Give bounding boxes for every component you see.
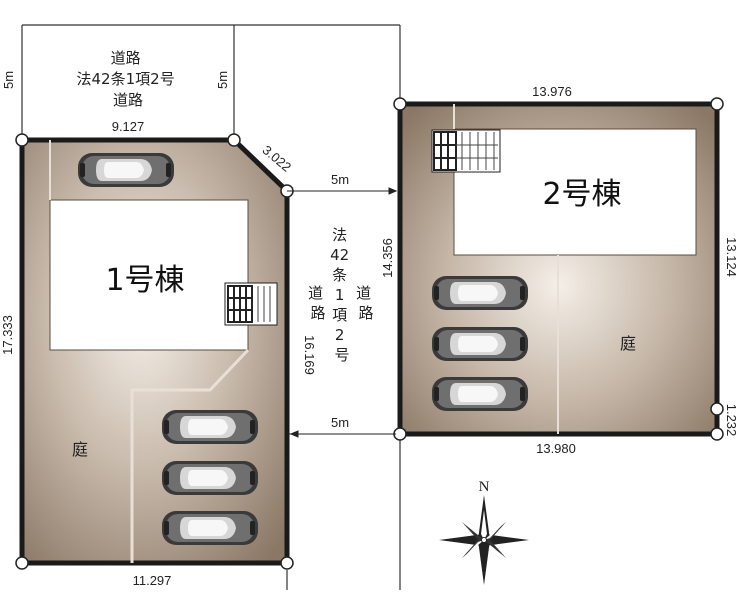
- boundary-markers: [15, 97, 724, 570]
- lot1-bottom-dim: 11.297: [133, 573, 172, 588]
- car-icon: [162, 511, 258, 545]
- lot2-left-dim: 14.356: [380, 238, 395, 278]
- lot1-right-dim: 16.169: [302, 335, 317, 375]
- car-icon: [432, 377, 528, 411]
- mid-road-side-left: 道 路: [308, 284, 328, 322]
- top-road-label: 道路 法42条1項2号 道路: [77, 49, 180, 109]
- car-icon: [432, 276, 528, 310]
- stairs-2: [431, 129, 501, 173]
- road-width-left: 5m: [1, 71, 16, 89]
- mid-road-side-right: 道 路: [356, 284, 376, 322]
- lot2-right-dim: 13.124: [724, 237, 739, 277]
- road-width-arrows: [287, 187, 398, 438]
- lot1-left-dim: 17.333: [0, 315, 15, 355]
- lot-2: 2号棟 庭: [397, 101, 720, 437]
- lot1-top-dim: 9.127: [112, 119, 145, 134]
- garden-1-label: 庭: [72, 440, 88, 459]
- mid-road-width-bottom: 5m: [331, 415, 349, 430]
- lot-1: 1号棟 庭: [19, 137, 290, 566]
- mid-road-label: 法 42 条 1 項 2 号: [330, 226, 354, 364]
- lot2-top-dim: 13.976: [532, 84, 572, 99]
- building-1-label: 1号棟: [105, 263, 184, 298]
- car-icon: [162, 410, 258, 444]
- mid-road-width-top: 5m: [331, 172, 349, 187]
- car-icon: [162, 461, 258, 495]
- top-road-lines: [21, 24, 401, 590]
- lot2-bottom-dim: 13.980: [536, 441, 576, 456]
- north-label: N: [479, 479, 490, 495]
- building-2-label: 2号棟: [542, 177, 621, 212]
- stairs-1: [224, 282, 278, 326]
- car-icon: [78, 153, 174, 187]
- road-width-right: 5m: [215, 71, 230, 89]
- compass-icon: N: [439, 479, 529, 585]
- garden-2-label: 庭: [620, 334, 636, 353]
- car-icon: [432, 327, 528, 361]
- lot2-right-small-dim: 1.232: [724, 404, 739, 437]
- building-1-footprint: [49, 199, 249, 351]
